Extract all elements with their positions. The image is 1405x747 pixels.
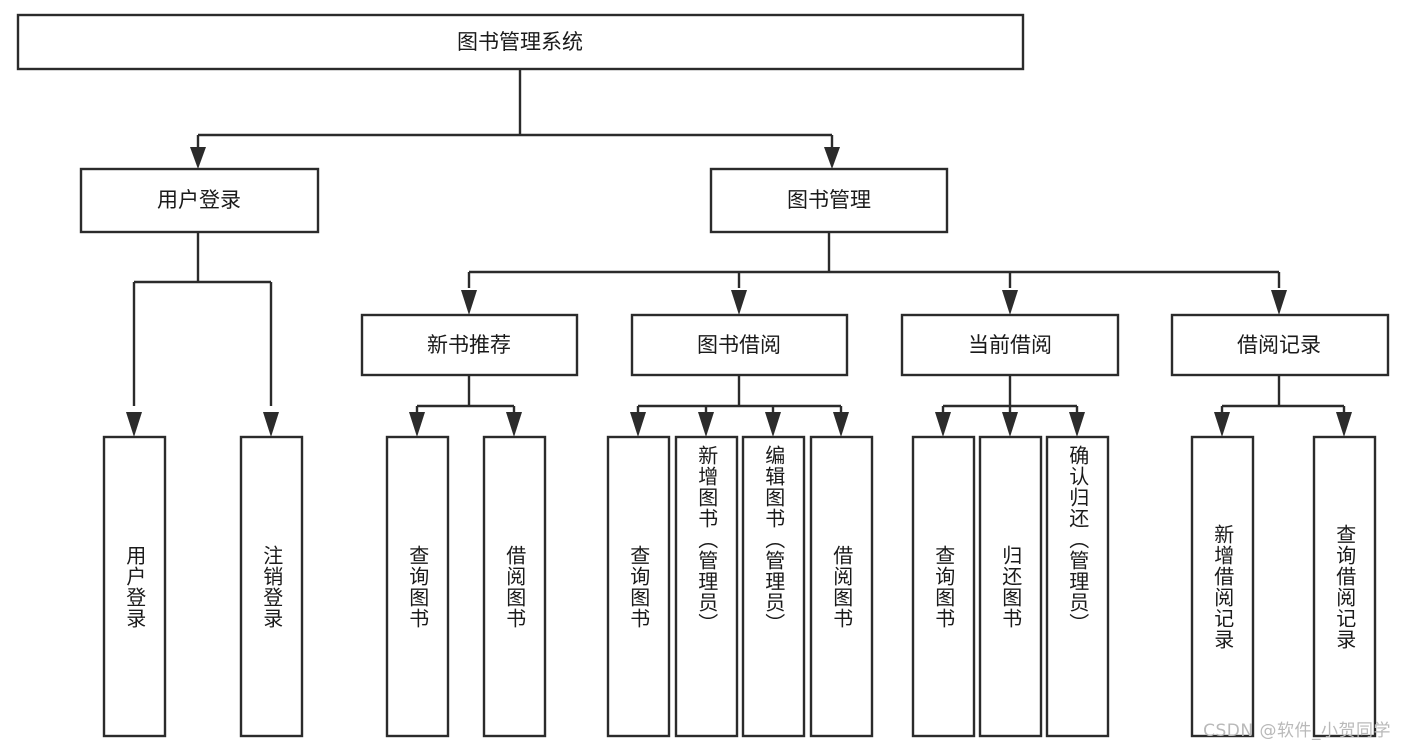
arrow-to-leaf-borrow-book-1 [506,412,522,437]
arrow-to-current-borrow [1002,290,1018,315]
node-root[interactable] [16,13,1025,71]
connector-newbook-to-leaves [415,375,516,414]
node-new-book-rec-label: 新书推荐 [427,333,511,357]
arrow-to-leaf-edit-book [765,412,781,437]
arrow-to-new-book-rec [461,290,477,315]
arrow-to-leaf-logout [263,412,279,437]
connector-bookmanage-to-level3 [467,232,1281,288]
node-borrow-record-label: 借阅记录 [1237,333,1321,357]
connector-userlogin-to-leaves [132,232,273,406]
arrow-to-book-manage [824,147,840,169]
connector-borrowrecord-to-leaves [1220,375,1346,414]
node-layer: 图书管理系统 用户登录 图书管理 新书推荐 图书借阅 当前借阅 借阅记录 [16,13,1390,738]
connector-bookborrow-to-leaves [636,375,843,414]
leafbox-query-record[interactable] [1312,435,1377,738]
leafbox-borrow-book-2[interactable] [809,435,874,738]
arrow-to-leaf-user-login [126,412,142,437]
node-current-borrow[interactable] [900,313,1120,377]
leafbox-edit-book[interactable] [741,435,806,738]
arrow-to-leaf-add-record [1214,412,1230,437]
arrow-to-user-login [190,147,206,169]
node-book-borrow[interactable] [630,313,849,377]
arrow-to-leaf-query-book-1 [409,412,425,437]
arrow-to-leaf-borrow-book-2 [833,412,849,437]
node-new-book-rec[interactable] [360,313,579,377]
node-user-login-label: 用户登录 [157,188,241,212]
node-book-manage[interactable] [709,167,949,234]
node-user-login[interactable] [79,167,320,234]
node-book-manage-label: 图书管理 [787,188,871,212]
watermark-text: CSDN @软件_小贺同学 [1203,721,1391,741]
node-current-borrow-label: 当前借阅 [968,333,1052,357]
arrow-to-book-borrow [731,290,747,315]
leafbox-add-book[interactable] [674,435,739,738]
node-borrow-record[interactable] [1170,313,1390,377]
connector-layer [126,69,1352,437]
arrow-to-leaf-return-book [1002,412,1018,437]
arrow-to-leaf-query-record [1336,412,1352,437]
arrow-to-leaf-query-book-2 [630,412,646,437]
leafbox-confirm-return[interactable] [1045,435,1110,738]
leafbox-user-login[interactable] [102,435,167,738]
connector-currentborrow-to-leaves [941,375,1079,414]
connector-root-to-level2 [196,69,834,158]
leafbox-add-record[interactable] [1190,435,1255,738]
leafbox-return-book[interactable] [978,435,1043,738]
leafbox-query-book-3[interactable] [911,435,976,738]
node-book-borrow-label: 图书借阅 [697,333,781,357]
leafbox-logout[interactable] [239,435,304,738]
arrow-to-leaf-query-book-3 [935,412,951,437]
leafbox-query-book-2[interactable] [606,435,671,738]
arrow-to-leaf-add-book [698,412,714,437]
leafbox-query-book-1[interactable] [385,435,450,738]
arrow-to-borrow-record [1271,290,1287,315]
node-root-label: 图书管理系统 [457,30,583,54]
leafbox-borrow-book-1[interactable] [482,435,547,738]
arrow-to-leaf-confirm-return [1069,412,1085,437]
